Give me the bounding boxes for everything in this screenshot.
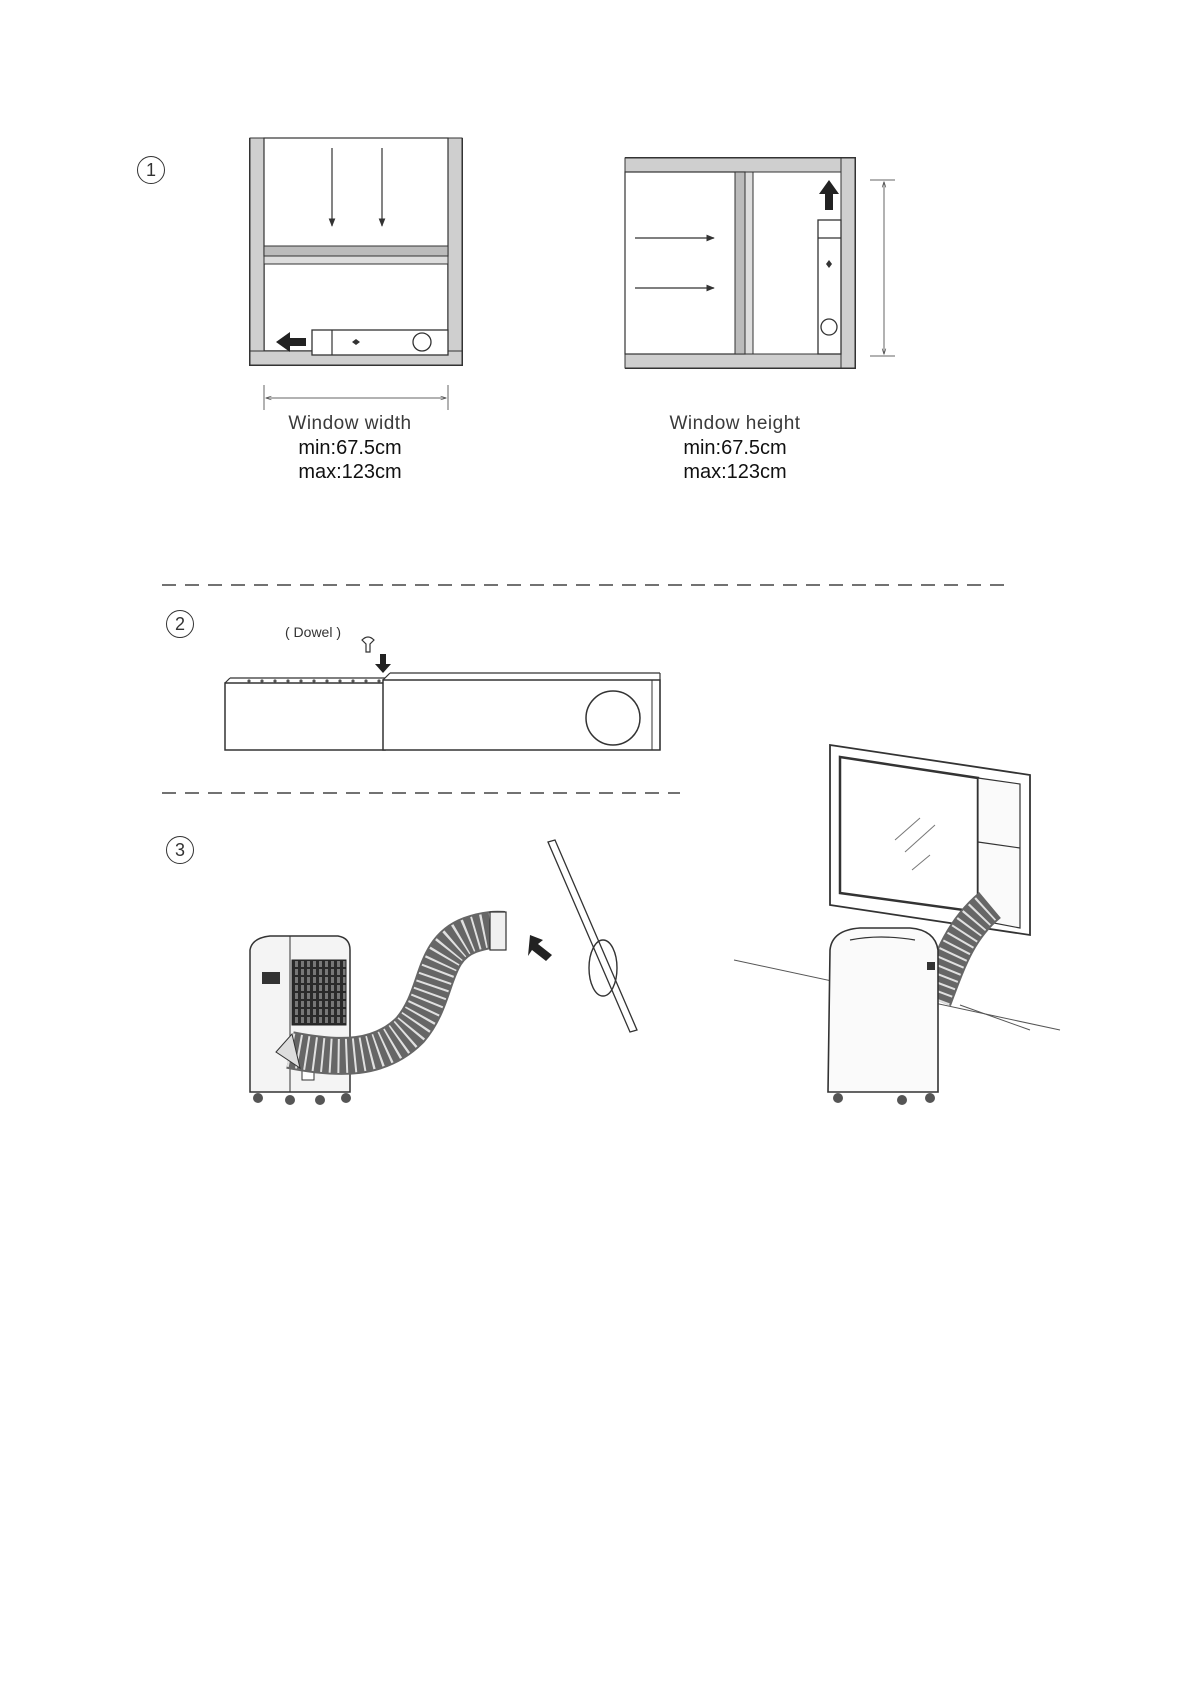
ac-unit-front-drawing [828,928,938,1105]
slider-kit-drawing [225,637,660,750]
window-width-drawing [250,138,462,410]
window-height-drawing [625,158,895,368]
window-panel-drawing [548,840,637,1032]
ac-unit-rear-drawing [250,936,351,1105]
